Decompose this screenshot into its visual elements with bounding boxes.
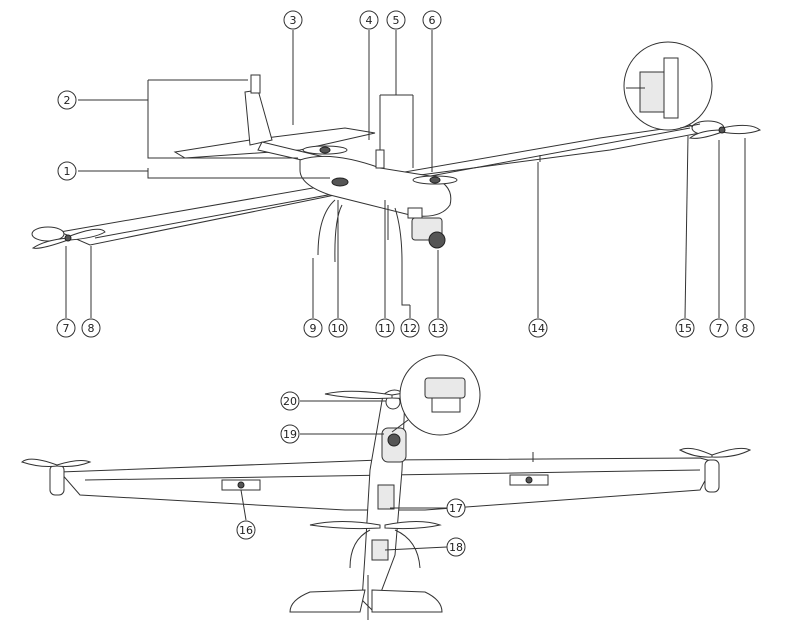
- callout-17: 17: [446, 498, 466, 518]
- underside-rear-prop-b: [384, 521, 442, 530]
- inset-pointer: [679, 123, 701, 129]
- camera-lens: [428, 231, 446, 249]
- callout-20-label: 20: [283, 395, 297, 408]
- inset-camera-pointer: [391, 419, 409, 433]
- callout-2-label: 2: [64, 94, 71, 107]
- callout-20: 20: [280, 391, 300, 411]
- underside-right-prop-a: [678, 447, 713, 458]
- underside-left-prop-b: [56, 460, 92, 467]
- callout-3-label: 3: [290, 14, 297, 27]
- bracket-2-lower: [147, 80, 298, 159]
- callout-8b-label: 8: [742, 322, 749, 335]
- callout-17-label: 17: [449, 502, 463, 515]
- callout-13: 13: [428, 318, 448, 338]
- right-wingtip-propeller-blade-b: [688, 129, 723, 139]
- right-wing-hatch-port: [525, 476, 533, 484]
- underside-gear-right: [394, 529, 421, 569]
- callout-15: 15: [675, 318, 695, 338]
- drone-bottom-view: [21, 354, 752, 620]
- callout-10: 10: [328, 318, 348, 338]
- callout-4: 4: [359, 10, 379, 30]
- vertical-stabilizer: [244, 89, 273, 146]
- leader-18: [384, 546, 448, 551]
- inset-camera-ring: [431, 397, 461, 413]
- callout-6: 6: [422, 10, 442, 30]
- right-wingtip-spinner: [718, 126, 726, 134]
- callout-7b: 7: [709, 318, 729, 338]
- inset-strut: [663, 57, 679, 119]
- leader-15: [684, 135, 689, 319]
- callout-6-label: 6: [429, 14, 436, 27]
- landing-gear-right-2: [394, 207, 403, 263]
- callout-9: 9: [303, 318, 323, 338]
- callout-4-label: 4: [366, 14, 373, 27]
- callout-9-label: 9: [310, 322, 317, 335]
- callout-19: 19: [280, 424, 300, 444]
- callout-1: 1: [57, 161, 77, 181]
- left-wingtip-propeller-blade-b: [31, 237, 69, 249]
- underside-gear-left: [349, 529, 371, 569]
- callouts: 1 2 3 4 5 6 7 8 9 10 11 12 13 14 15 7 8 …: [56, 10, 755, 557]
- callout-16-label: 16: [239, 524, 253, 537]
- underside-left-motor-pod: [49, 464, 65, 496]
- callout-19-label: 19: [283, 428, 297, 441]
- rear-vtol-motor: [429, 176, 441, 184]
- callout-11-label: 11: [378, 322, 392, 335]
- landing-gear-left-2: [334, 204, 343, 263]
- callout-5-label: 5: [393, 14, 400, 27]
- callout-14-label: 14: [531, 322, 545, 335]
- callout-18-label: 18: [449, 541, 463, 554]
- gimbal-mount: [407, 207, 423, 219]
- underside-tail-right: [371, 589, 443, 613]
- callout-16: 16: [236, 520, 256, 540]
- underside-ports: [377, 484, 395, 510]
- callout-12: 12: [400, 318, 420, 338]
- callout-11: 11: [375, 318, 395, 338]
- callout-14: 14: [528, 318, 548, 338]
- callout-13-label: 13: [431, 322, 445, 335]
- left-wingtip-propeller-blade-a: [69, 228, 106, 241]
- underside-right-prop-b: [711, 447, 752, 458]
- callout-3: 3: [283, 10, 303, 30]
- left-wingtip-spinner: [64, 234, 72, 242]
- callout-7b-label: 7: [716, 322, 723, 335]
- underside-front-prop-a: [324, 390, 393, 399]
- callout-7a-label: 7: [63, 322, 70, 335]
- callout-8a-label: 8: [88, 322, 95, 335]
- left-wing-hatch-port: [237, 481, 245, 489]
- inset-camera-body: [424, 377, 466, 399]
- right-wingtip-propeller-blade-a: [721, 124, 761, 135]
- fuselage-motor: [331, 177, 349, 187]
- callout-8b: 8: [735, 318, 755, 338]
- callout-15-label: 15: [678, 322, 692, 335]
- callout-2: 2: [57, 90, 77, 110]
- landing-gear-left: [317, 199, 336, 256]
- underside-tail-left: [289, 589, 366, 613]
- callout-8a: 8: [81, 318, 101, 338]
- bracket-12: [401, 262, 410, 306]
- leader-16: [240, 489, 247, 521]
- tail-antenna: [250, 74, 261, 94]
- callout-10-label: 10: [331, 322, 345, 335]
- underside-left-prop-a: [21, 458, 58, 467]
- gps-antenna: [375, 149, 385, 169]
- callout-1-label: 1: [64, 165, 71, 178]
- fuselage: [299, 155, 452, 217]
- underside-rear-prop-a: [309, 521, 381, 530]
- callout-5: 5: [386, 10, 406, 30]
- callout-18: 18: [446, 537, 466, 557]
- underside-camera-lens: [387, 433, 401, 447]
- callout-7a: 7: [56, 318, 76, 338]
- callout-12-label: 12: [403, 322, 417, 335]
- front-vtol-motor: [319, 146, 331, 154]
- underside-right-motor-pod: [704, 459, 720, 493]
- drone-top-view: [31, 30, 761, 319]
